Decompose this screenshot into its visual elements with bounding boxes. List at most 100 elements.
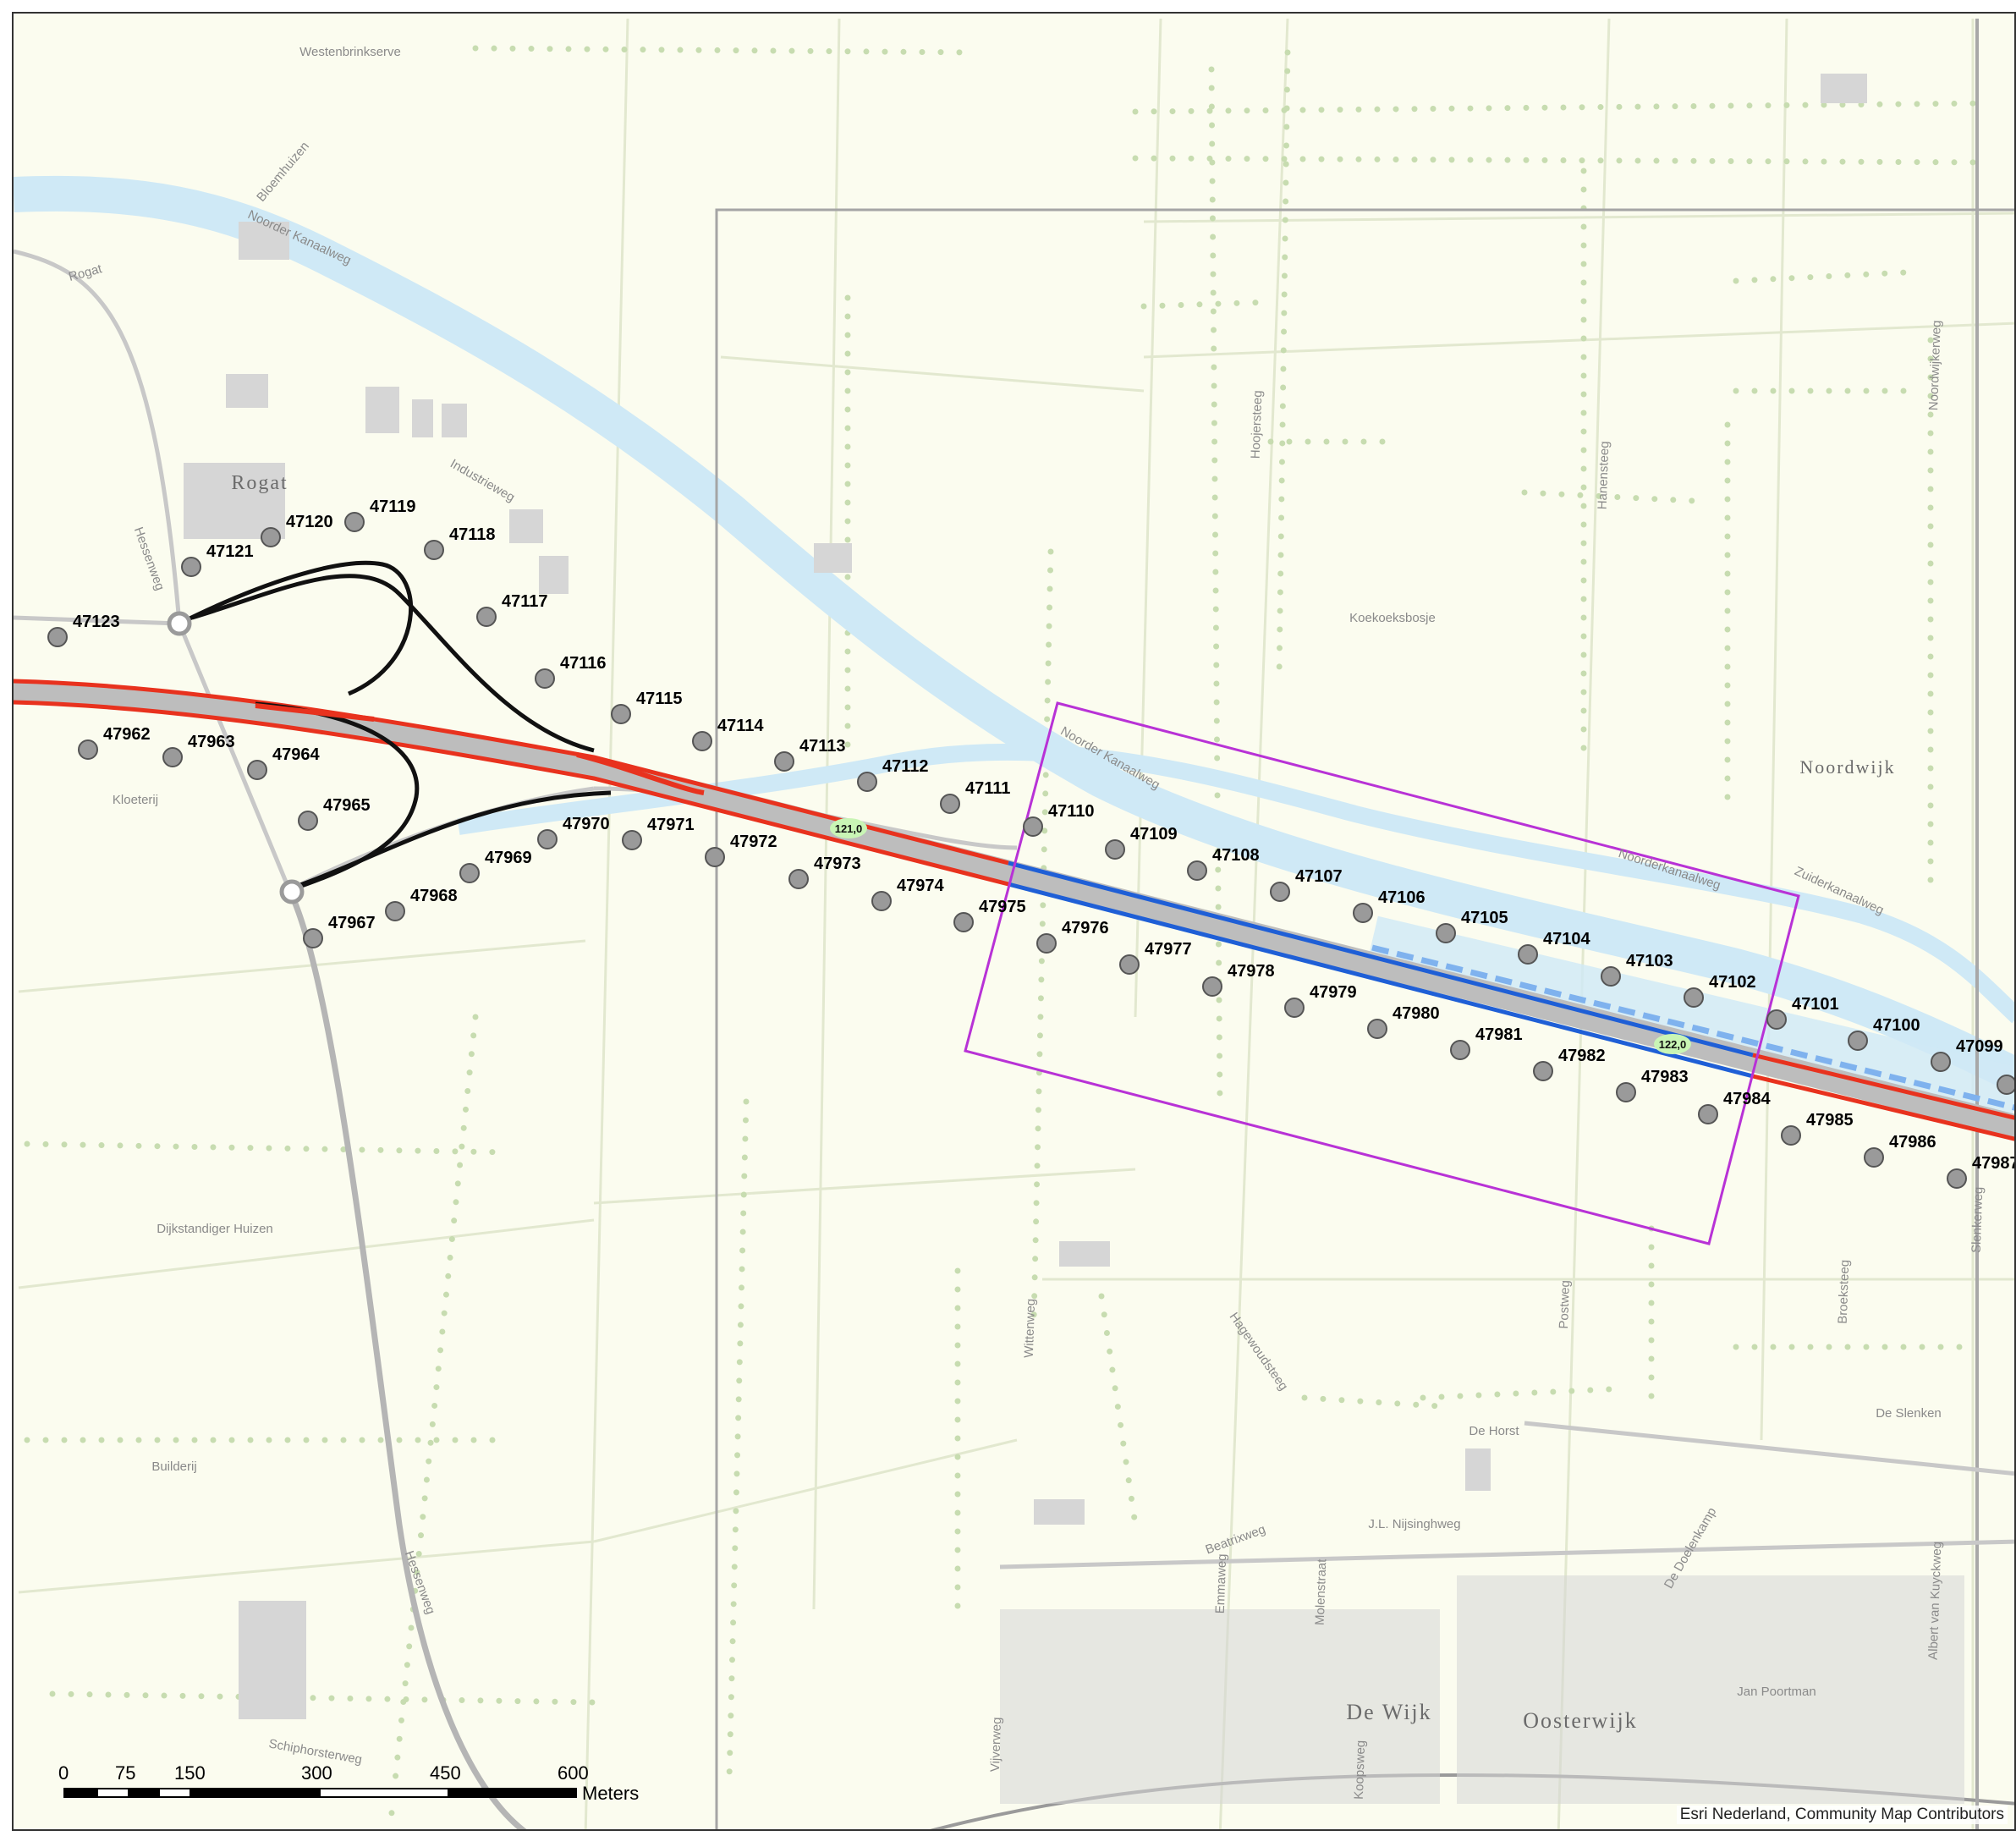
marker-dot[interactable] — [1616, 1082, 1636, 1102]
marker-dot[interactable] — [705, 847, 725, 867]
marker-dot[interactable] — [1023, 816, 1043, 837]
receptor-marker-47980[interactable]: 47980 — [1367, 1004, 1440, 1039]
marker-dot[interactable] — [857, 772, 877, 792]
receptor-marker-47107[interactable]: 47107 — [1270, 867, 1343, 902]
marker-dot[interactable] — [181, 557, 201, 577]
marker-dot[interactable] — [1105, 839, 1125, 860]
marker-dot[interactable] — [774, 751, 794, 772]
receptor-marker-47977[interactable]: 47977 — [1119, 940, 1192, 975]
receptor-marker-47113[interactable]: 47113 — [774, 737, 846, 772]
marker-dot[interactable] — [459, 863, 480, 883]
marker-dot[interactable] — [611, 704, 631, 724]
marker-dot[interactable] — [692, 731, 712, 751]
marker-dot[interactable] — [424, 540, 444, 560]
receptor-marker-47098[interactable]: 47098 — [1997, 1060, 2016, 1095]
marker-dot[interactable] — [1119, 954, 1140, 975]
marker-dot[interactable] — [1202, 976, 1222, 997]
marker-dot[interactable] — [1353, 903, 1373, 923]
marker-dot[interactable] — [1187, 860, 1207, 881]
receptor-marker-47104[interactable]: 47104 — [1518, 930, 1590, 965]
marker-dot[interactable] — [1518, 944, 1538, 965]
receptor-marker-47969[interactable]: 47969 — [459, 849, 532, 883]
receptor-marker-47984[interactable]: 47984 — [1698, 1090, 1771, 1124]
marker-dot[interactable] — [78, 739, 98, 760]
receptor-marker-47118[interactable]: 47118 — [424, 525, 496, 560]
receptor-marker-47110[interactable]: 47110 — [1023, 802, 1095, 837]
receptor-marker-47982[interactable]: 47982 — [1533, 1047, 1606, 1081]
receptor-marker-47963[interactable]: 47963 — [162, 733, 235, 767]
marker-dot[interactable] — [537, 829, 558, 849]
receptor-marker-47116[interactable]: 47116 — [535, 654, 607, 689]
receptor-marker-47965[interactable]: 47965 — [298, 796, 371, 831]
receptor-marker-47108[interactable]: 47108 — [1187, 846, 1260, 881]
marker-dot[interactable] — [1270, 882, 1290, 902]
receptor-marker-47976[interactable]: 47976 — [1036, 919, 1109, 954]
marker-dot[interactable] — [1947, 1168, 1967, 1189]
receptor-marker-47101[interactable]: 47101 — [1766, 995, 1839, 1030]
marker-dot[interactable] — [1997, 1075, 2016, 1095]
marker-dot[interactable] — [788, 869, 809, 889]
receptor-marker-47970[interactable]: 47970 — [537, 815, 610, 849]
marker-dot[interactable] — [871, 891, 892, 911]
marker-dot[interactable] — [1698, 1104, 1718, 1124]
receptor-marker-47114[interactable]: 47114 — [692, 717, 764, 751]
marker-dot[interactable] — [162, 747, 183, 767]
marker-dot[interactable] — [622, 830, 642, 850]
marker-dot[interactable] — [385, 901, 405, 921]
receptor-marker-47105[interactable]: 47105 — [1436, 909, 1508, 943]
receptor-marker-47983[interactable]: 47983 — [1616, 1068, 1689, 1102]
marker-dot[interactable] — [1533, 1061, 1553, 1081]
receptor-marker-47964[interactable]: 47964 — [247, 745, 320, 780]
marker-dot[interactable] — [344, 512, 365, 532]
marker-dot[interactable] — [1284, 998, 1305, 1018]
marker-dot[interactable] — [1864, 1147, 1884, 1168]
receptor-marker-47099[interactable]: 47099 — [1931, 1037, 2003, 1072]
marker-dot[interactable] — [1367, 1019, 1387, 1039]
marker-dot[interactable] — [1781, 1125, 1801, 1146]
marker-dot[interactable] — [298, 811, 318, 831]
receptor-marker-47121[interactable]: 47121 — [181, 542, 254, 577]
receptor-marker-47986[interactable]: 47986 — [1864, 1133, 1936, 1168]
marker-dot[interactable] — [303, 928, 323, 948]
receptor-marker-47111[interactable]: 47111 — [940, 779, 1010, 814]
receptor-marker-47103[interactable]: 47103 — [1601, 952, 1673, 987]
receptor-marker-47967[interactable]: 47967 — [303, 914, 376, 948]
receptor-marker-47109[interactable]: 47109 — [1105, 825, 1178, 860]
study-area-polygon[interactable] — [964, 701, 1800, 1245]
receptor-marker-47100[interactable]: 47100 — [1848, 1016, 1920, 1051]
marker-dot[interactable] — [1931, 1052, 1951, 1072]
marker-dot[interactable] — [953, 912, 974, 932]
marker-dot[interactable] — [1450, 1040, 1470, 1060]
receptor-marker-47973[interactable]: 47973 — [788, 855, 861, 889]
receptor-marker-47978[interactable]: 47978 — [1202, 962, 1275, 997]
marker-dot[interactable] — [1684, 987, 1704, 1008]
marker-dot[interactable] — [1036, 933, 1057, 954]
receptor-marker-47974[interactable]: 47974 — [871, 877, 944, 911]
receptor-marker-47117[interactable]: 47117 — [476, 592, 548, 627]
receptor-marker-47102[interactable]: 47102 — [1684, 973, 1756, 1008]
marker-dot[interactable] — [247, 760, 267, 780]
receptor-marker-47981[interactable]: 47981 — [1450, 1025, 1523, 1060]
marker-dot[interactable] — [1848, 1031, 1868, 1051]
marker-dot[interactable] — [261, 527, 281, 547]
marker-dot[interactable] — [476, 607, 497, 627]
receptor-marker-47106[interactable]: 47106 — [1353, 888, 1425, 923]
receptor-marker-47119[interactable]: 47119 — [344, 497, 416, 532]
marker-dot[interactable] — [1601, 966, 1621, 987]
receptor-marker-47115[interactable]: 47115 — [611, 690, 683, 724]
receptor-marker-47971[interactable]: 47971 — [622, 816, 695, 850]
receptor-marker-47987[interactable]: 47987 — [1947, 1154, 2016, 1189]
receptor-markers[interactable]: 4712347121471204711947118471174711647115… — [47, 497, 2016, 1189]
receptor-marker-47972[interactable]: 47972 — [705, 833, 777, 867]
marker-dot[interactable] — [1436, 923, 1456, 943]
receptor-marker-47985[interactable]: 47985 — [1781, 1111, 1854, 1146]
marker-dot[interactable] — [1766, 1009, 1787, 1030]
marker-dot[interactable] — [940, 794, 960, 814]
receptor-marker-47979[interactable]: 47979 — [1284, 983, 1357, 1018]
receptor-marker-47123[interactable]: 47123 — [47, 613, 120, 647]
receptor-marker-47112[interactable]: 47112 — [857, 757, 929, 792]
receptor-marker-47975[interactable]: 47975 — [953, 898, 1026, 932]
marker-dot[interactable] — [47, 627, 68, 647]
